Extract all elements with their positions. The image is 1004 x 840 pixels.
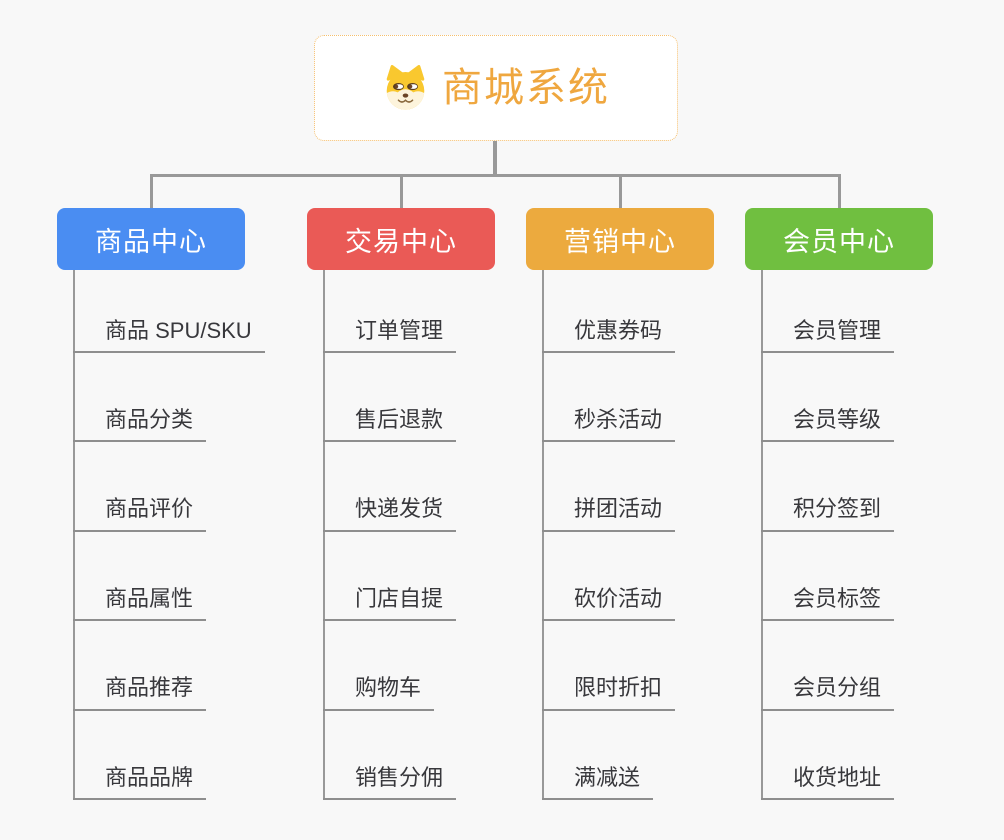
child-row: 售后退款 [307, 353, 495, 443]
child-row: 会员标签 [745, 532, 933, 622]
branch-trunk-line [542, 270, 544, 800]
child-row: 积分签到 [745, 442, 933, 532]
branch-children: 会员管理会员等级积分签到会员标签会员分组收货地址 [745, 264, 933, 800]
branch-header-3[interactable]: 会员中心 [745, 208, 933, 270]
connector-branch-drop [149, 174, 153, 208]
child-topic[interactable]: 售后退款 [323, 407, 457, 443]
child-row: 订单管理 [307, 264, 495, 353]
branch-column-1: 交易中心 订单管理售后退款快递发货门店自提购物车销售分佣 [307, 208, 495, 800]
branch-trunk-line [73, 270, 75, 800]
child-row: 购物车 [307, 621, 495, 711]
child-topic[interactable]: 会员管理 [761, 318, 895, 353]
branch-column-3: 会员中心 会员管理会员等级积分签到会员标签会员分组收货地址 [745, 208, 933, 800]
connector-branch-drop [837, 174, 841, 208]
child-topic[interactable]: 会员分组 [761, 675, 895, 711]
child-topic[interactable]: 快递发货 [323, 496, 457, 532]
branch-header-1[interactable]: 交易中心 [307, 208, 495, 270]
child-row: 优惠券码 [526, 264, 714, 353]
branch-label: 交易中心 [345, 226, 457, 257]
child-topic[interactable]: 优惠券码 [542, 318, 676, 353]
child-topic[interactable]: 销售分佣 [323, 765, 457, 800]
child-topic[interactable]: 门店自提 [323, 586, 457, 622]
child-topic[interactable]: 商品分类 [73, 407, 207, 443]
root-node[interactable]: 商城系统 [314, 35, 678, 141]
child-row: 商品属性 [57, 532, 245, 622]
branch-header-0[interactable]: 商品中心 [57, 208, 245, 270]
root-title: 商城系统 [442, 66, 610, 110]
child-row: 收货地址 [745, 711, 933, 800]
child-row: 商品评价 [57, 442, 245, 532]
child-row: 会员等级 [745, 353, 933, 443]
child-row: 商品分类 [57, 353, 245, 443]
child-topic[interactable]: 商品 SPU/SKU [73, 318, 265, 353]
branch-children: 商品 SPU/SKU 商品分类商品评价商品属性商品推荐商品品牌 [57, 264, 265, 800]
child-topic[interactable]: 购物车 [323, 675, 435, 711]
branch-trunk-line [323, 270, 325, 800]
child-row: 秒杀活动 [526, 353, 714, 443]
child-row: 会员分组 [745, 621, 933, 711]
child-row: 商品 SPU/SKU [57, 264, 265, 353]
branch-column-0: 商品中心 商品 SPU/SKU 商品分类商品评价商品属性商品推荐商品品牌 [57, 208, 265, 800]
child-topic[interactable]: 商品品牌 [73, 765, 207, 800]
child-topic[interactable]: 会员标签 [761, 586, 895, 622]
child-row: 满减送 [526, 711, 714, 800]
branch-label: 会员中心 [783, 226, 895, 257]
child-topic[interactable]: 商品属性 [73, 586, 207, 622]
branch-label: 营销中心 [564, 226, 676, 257]
child-topic[interactable]: 秒杀活动 [542, 407, 676, 443]
child-row: 砍价活动 [526, 532, 714, 622]
child-topic[interactable]: 砍价活动 [542, 586, 676, 622]
child-topic[interactable]: 满减送 [542, 765, 654, 800]
branch-label: 商品中心 [95, 226, 207, 257]
branch-children: 优惠券码秒杀活动拼团活动砍价活动限时折扣满减送 [526, 264, 714, 800]
dog-face-icon [382, 64, 429, 112]
branch-trunk-line [761, 270, 763, 800]
child-row: 商品品牌 [57, 711, 245, 800]
branch-header-2[interactable]: 营销中心 [526, 208, 714, 270]
branch-column-2: 营销中心 优惠券码秒杀活动拼团活动砍价活动限时折扣满减送 [526, 208, 714, 800]
connector-root-drop [493, 141, 497, 175]
child-row: 会员管理 [745, 264, 933, 353]
connector-bus [150, 174, 839, 177]
child-row: 门店自提 [307, 532, 495, 622]
child-topic[interactable]: 会员等级 [761, 407, 895, 443]
child-row: 商品推荐 [57, 621, 245, 711]
child-topic[interactable]: 商品评价 [73, 496, 207, 532]
branch-children: 订单管理售后退款快递发货门店自提购物车销售分佣 [307, 264, 495, 800]
child-row: 限时折扣 [526, 621, 714, 711]
connector-branch-drop [399, 174, 403, 208]
child-topic[interactable]: 商品推荐 [73, 675, 207, 711]
child-topic[interactable]: 限时折扣 [542, 675, 676, 711]
child-topic[interactable]: 积分签到 [761, 496, 895, 532]
child-row: 拼团活动 [526, 442, 714, 532]
child-topic[interactable]: 收货地址 [761, 765, 895, 800]
child-row: 快递发货 [307, 442, 495, 532]
child-topic[interactable]: 订单管理 [323, 318, 457, 353]
child-row: 销售分佣 [307, 711, 495, 800]
connector-branch-drop [618, 174, 622, 208]
child-topic[interactable]: 拼团活动 [542, 496, 676, 532]
